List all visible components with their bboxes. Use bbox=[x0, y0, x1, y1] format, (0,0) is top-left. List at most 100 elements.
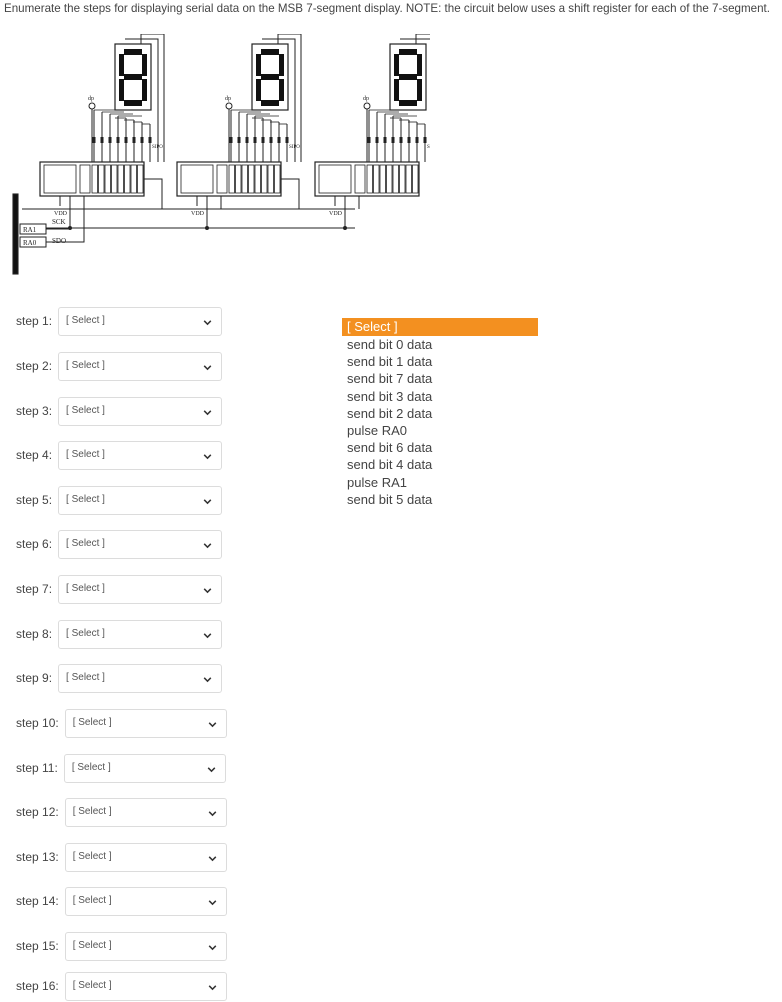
step-select[interactable]: [ Select ] bbox=[58, 440, 223, 470]
select-value: [ Select ] bbox=[66, 671, 105, 683]
select-value: [ Select ] bbox=[66, 627, 105, 639]
chevron-down-icon bbox=[203, 542, 212, 548]
step-select[interactable]: [ Select ] bbox=[58, 306, 223, 336]
step-row: step 13: [ Select ] bbox=[16, 842, 227, 872]
segment bbox=[279, 79, 284, 101]
select-value: [ Select ] bbox=[66, 404, 105, 416]
chevron-down-icon bbox=[203, 676, 212, 682]
resistor bbox=[132, 137, 136, 143]
circuit-diagram: dpSIPOVDDdpSIPOVDDdpSIPOVDD RA1 RA0 SCK … bbox=[12, 34, 430, 275]
resistor bbox=[383, 137, 387, 143]
ra1-label: RA1 bbox=[23, 226, 37, 234]
segment bbox=[261, 74, 279, 80]
segment bbox=[394, 54, 399, 76]
chevron-down-icon bbox=[208, 944, 217, 950]
dropdown-option[interactable]: send bit 6 data bbox=[347, 440, 433, 456]
step-label: step 11: bbox=[16, 761, 58, 775]
step-select[interactable]: [ Select ] bbox=[58, 619, 223, 649]
resistor bbox=[116, 137, 120, 143]
dropdown-option[interactable]: send bit 0 data bbox=[347, 337, 433, 352]
step-label: step 5: bbox=[16, 493, 53, 507]
chevron-down-icon bbox=[203, 632, 212, 638]
step-select[interactable]: [ Select ] bbox=[58, 529, 223, 559]
chevron-down-icon bbox=[208, 855, 217, 861]
step-row: step 4: [ Select ] bbox=[16, 440, 223, 470]
step-row: step 5: [ Select ] bbox=[16, 485, 223, 515]
step-select[interactable]: [ Select ] bbox=[58, 351, 223, 381]
step-label: step 7: bbox=[16, 582, 53, 596]
step-row: step 10:[ Select ] bbox=[16, 708, 227, 738]
dropdown-option[interactable]: send bit 3 data bbox=[347, 388, 433, 404]
resistor bbox=[407, 137, 411, 143]
segment bbox=[142, 54, 147, 76]
step-row: step 14:[ Select ] bbox=[16, 886, 227, 916]
segment bbox=[124, 74, 142, 80]
segment bbox=[261, 49, 279, 55]
step-label: step 4: bbox=[16, 448, 53, 462]
dp-label: dp bbox=[88, 96, 94, 102]
select-value: [ Select ] bbox=[72, 939, 112, 951]
resistor bbox=[277, 137, 281, 143]
chevron-down-icon bbox=[207, 766, 216, 772]
step-select[interactable]: [ Select ] bbox=[63, 753, 226, 783]
select-value: [ Select ] bbox=[72, 805, 112, 817]
question-text: Enumerate the steps for displaying seria… bbox=[4, 2, 770, 15]
segment bbox=[399, 49, 417, 55]
resistor bbox=[391, 137, 395, 143]
step-label: step 9: bbox=[16, 671, 53, 685]
dropdown-option[interactable]: send bit 5 data bbox=[347, 491, 433, 507]
dropdown-option[interactable]: pulse RA1 bbox=[347, 474, 407, 490]
resistor bbox=[399, 137, 403, 143]
resistor bbox=[148, 137, 152, 143]
step-select[interactable]: [ Select ] bbox=[58, 485, 223, 515]
step-row: step 2:[ Select ] bbox=[16, 351, 223, 381]
select-value: [ Select ] bbox=[66, 359, 105, 371]
step-select[interactable]: [ Select ] bbox=[64, 931, 227, 961]
dropdown-option[interactable]: send bit 2 data bbox=[347, 405, 433, 421]
select-value: [ Select ] bbox=[66, 537, 105, 549]
chevron-down-icon bbox=[208, 899, 217, 905]
step-select[interactable]: [ Select ] bbox=[64, 708, 227, 738]
segment bbox=[261, 100, 279, 106]
select-value: [ Select ] bbox=[66, 314, 105, 326]
step-select[interactable]: [ Select ] bbox=[64, 886, 227, 916]
resistor bbox=[108, 137, 112, 143]
segment bbox=[399, 100, 417, 106]
step-row: step 9: [ Select ] bbox=[16, 663, 223, 693]
resistor bbox=[269, 137, 273, 143]
step-label: step 12: bbox=[16, 805, 59, 819]
step-label: step 1: bbox=[16, 314, 53, 328]
dropdown-option[interactable]: send bit 7 data bbox=[347, 371, 433, 387]
step-row: step 16: [ Select ] bbox=[16, 971, 227, 1001]
dropdown-option[interactable]: send bit 4 data bbox=[347, 457, 433, 473]
dropdown-option[interactable]: send bit 1 data bbox=[347, 354, 433, 370]
segment bbox=[417, 54, 422, 76]
chevron-down-icon bbox=[203, 364, 212, 370]
vdd-label: VDD bbox=[54, 211, 68, 217]
chevron-down-icon bbox=[203, 498, 212, 504]
resistor bbox=[261, 137, 265, 143]
segment bbox=[417, 79, 422, 101]
step-select[interactable]: [ Select ] bbox=[58, 663, 223, 693]
resistor bbox=[245, 137, 249, 143]
dropdown-option[interactable]: pulse RA0 bbox=[347, 422, 407, 438]
step-row: step 7: [ Select ] bbox=[16, 574, 223, 604]
segment bbox=[256, 54, 261, 76]
dropdown-list[interactable]: [ Select ]send bit 0 data send bit 1 data… bbox=[342, 318, 538, 508]
segment bbox=[119, 54, 124, 76]
step-select[interactable]: [ Select ] bbox=[58, 396, 223, 426]
select-value: [ Select ] bbox=[71, 761, 111, 773]
step-select[interactable]: [ Select ] bbox=[64, 842, 227, 872]
dropdown-option-selected[interactable]: [ Select ] bbox=[342, 318, 538, 336]
vdd-label: VDD bbox=[329, 211, 343, 217]
step-label: step 16: bbox=[16, 979, 59, 993]
step-select[interactable]: [ Select ] bbox=[58, 574, 223, 604]
sipo-label: SIPO bbox=[289, 145, 300, 150]
select-value: [ Select ] bbox=[66, 582, 105, 594]
resistor bbox=[423, 137, 427, 143]
step-label: step 13: bbox=[16, 850, 59, 864]
step-select[interactable]: [ Select ] bbox=[64, 971, 227, 1001]
chevron-down-icon bbox=[208, 721, 217, 727]
step-select[interactable]: [ Select ] bbox=[64, 797, 227, 827]
